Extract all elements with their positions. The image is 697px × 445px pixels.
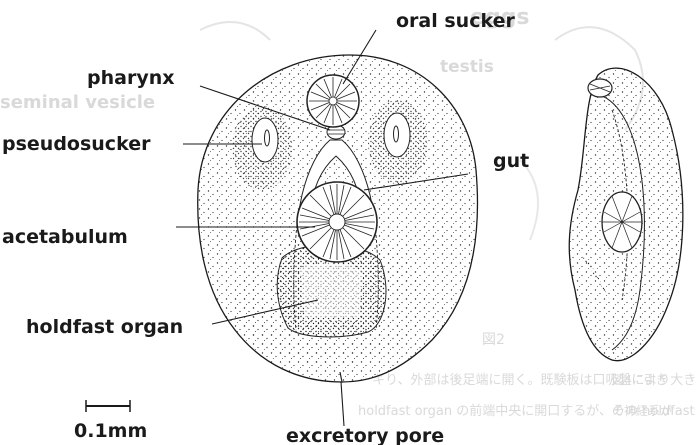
fluke-lateral-view bbox=[569, 68, 683, 361]
label-pseudosucker: pseudosucker bbox=[2, 133, 151, 155]
fluke-ventral-view bbox=[198, 55, 478, 382]
pseudosucker-left bbox=[232, 106, 292, 190]
label-pharynx: pharynx bbox=[87, 67, 175, 89]
ghost-caption: 図2 bbox=[482, 332, 505, 348]
ghost-side-line-2: の神経系が bbox=[612, 403, 672, 418]
pseudosucker-right bbox=[368, 100, 428, 184]
scale-bar: 0.1mm bbox=[74, 400, 147, 442]
ghost-seminal-vesicle: seminal vesicle bbox=[0, 92, 155, 113]
label-acetabulum: acetabulum bbox=[2, 226, 128, 248]
ghost-side-line-1: 図4に引き bbox=[612, 373, 668, 387]
label-oral-sucker: oral sucker bbox=[396, 10, 515, 32]
ghost-testis: testis bbox=[440, 57, 494, 77]
label-holdfast-organ: holdfast organ bbox=[26, 316, 183, 338]
lateral-acetabulum bbox=[602, 192, 642, 252]
lateral-oral-sucker bbox=[588, 79, 612, 97]
acetabulum-shape bbox=[297, 182, 377, 262]
oral-sucker-shape bbox=[307, 75, 359, 127]
label-excretory-pore: excretory pore bbox=[286, 425, 444, 445]
label-gut: gut bbox=[493, 150, 529, 172]
scale-bar-label: 0.1mm bbox=[74, 420, 147, 442]
leader-excretory-pore bbox=[341, 382, 344, 426]
